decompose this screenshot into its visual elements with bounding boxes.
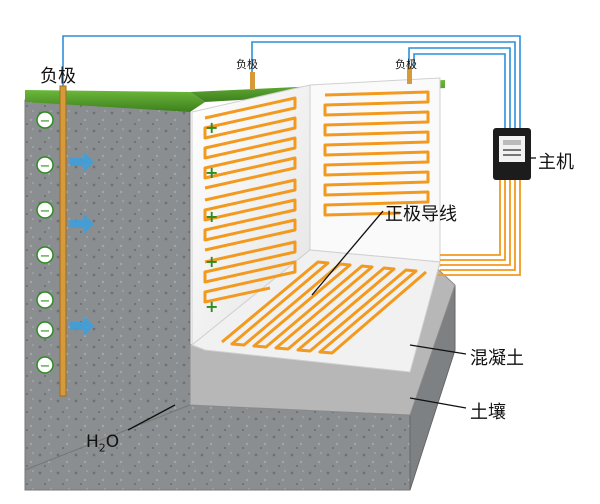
leader-line-concrete [409, 344, 467, 355]
negative-markers: − − − − − − − [36, 111, 54, 374]
soil-label: 土壤 [470, 402, 506, 423]
host-controller [493, 128, 531, 180]
svg-text:−: − [40, 159, 51, 174]
water-label-subscript: 2 [98, 441, 106, 455]
svg-text:−: − [40, 324, 51, 339]
water-label: H2O [86, 432, 119, 454]
svg-text:−: − [40, 249, 51, 264]
svg-text:−: − [40, 359, 51, 374]
water-label-main: H [86, 432, 99, 452]
water-flow-arrows [70, 152, 94, 336]
svg-text:−: − [40, 204, 51, 219]
anode-wires-floor [221, 260, 427, 355]
leader-lines [127, 157, 536, 431]
negative-marker: − [36, 201, 54, 219]
positive-marker: + [205, 252, 218, 271]
anode-wires-left-wall [203, 96, 297, 304]
anode-wiring [438, 180, 521, 276]
anode-wires-back-wall [323, 90, 430, 217]
inner-floor [191, 249, 441, 373]
positive-markers: + + + + + [205, 118, 218, 316]
cathode-wiring [62, 35, 521, 128]
anode-wire-label: 正极导线 [385, 204, 457, 225]
positive-marker: + [205, 207, 218, 226]
cathode-post-right [407, 66, 412, 84]
positive-marker: + [205, 297, 218, 316]
cathode-post-mid [250, 72, 255, 90]
cathode-label-mid: 负极 [236, 58, 258, 71]
svg-text:−: − [40, 294, 51, 309]
water-arrow [70, 152, 94, 172]
svg-text:−: − [40, 114, 51, 129]
positive-marker: + [205, 118, 218, 137]
cathode-rod [59, 85, 67, 397]
negative-marker: − [36, 156, 54, 174]
water-arrow [70, 316, 94, 336]
negative-marker: − [36, 321, 54, 339]
host-label: 主机 [538, 152, 574, 173]
cathode-label-right: 负极 [395, 58, 417, 71]
water-arrow [70, 214, 94, 234]
leader-line-anode [311, 210, 384, 296]
leader-line-water [127, 404, 176, 431]
grass-top [25, 90, 205, 112]
negative-marker: − [36, 291, 54, 309]
concrete-label: 混凝土 [470, 348, 524, 369]
negative-marker: − [36, 246, 54, 264]
negative-marker: − [36, 356, 54, 374]
leader-line-soil [409, 397, 467, 409]
water-label-tail: O [105, 432, 120, 452]
negative-marker: − [36, 111, 54, 129]
cathode-label: 负极 [40, 66, 76, 87]
positive-marker: + [205, 163, 218, 182]
